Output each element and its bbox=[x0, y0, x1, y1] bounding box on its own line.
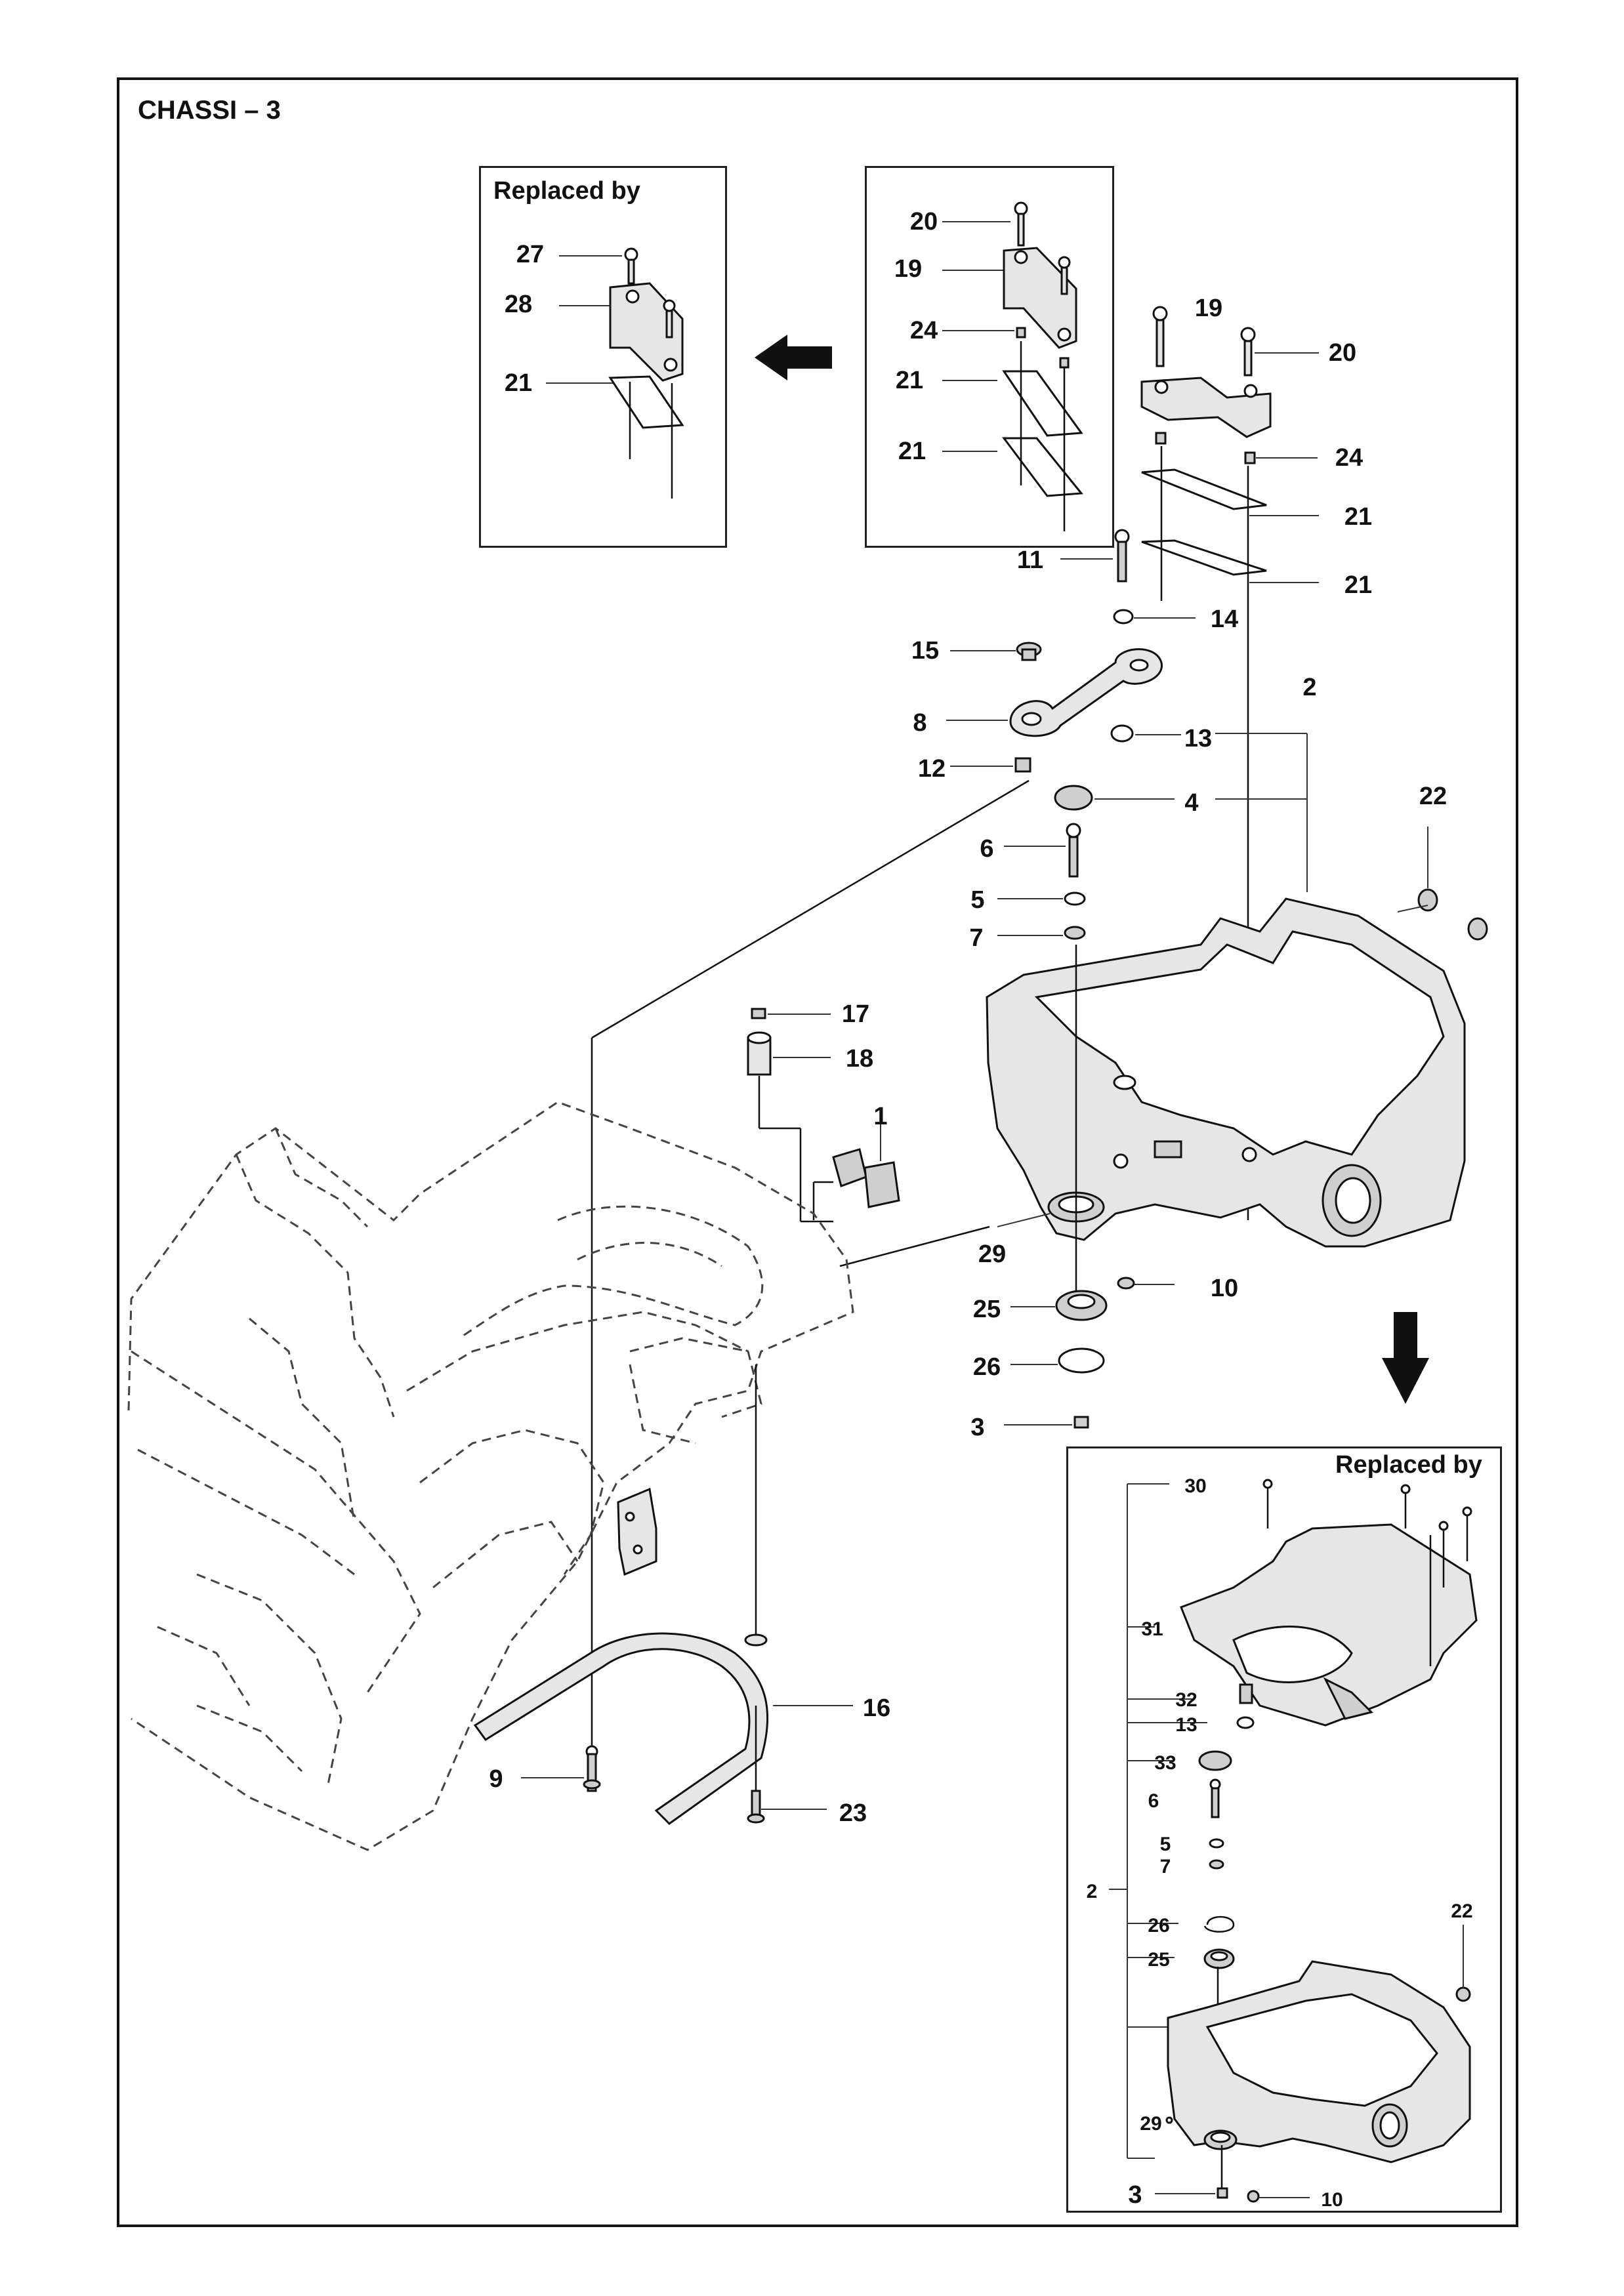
callout-25-b: 25 bbox=[1148, 1949, 1170, 1971]
callout-26-b: 26 bbox=[1148, 1915, 1170, 1937]
callout-29-b: 29 bbox=[1140, 2113, 1162, 2135]
arrow-left-icon bbox=[755, 335, 832, 380]
callout-6-b: 6 bbox=[1148, 1790, 1159, 1812]
callout-13-a: 13 bbox=[1184, 725, 1213, 752]
callout-24-b: 24 bbox=[1335, 444, 1364, 472]
callout-21-c: 21 bbox=[898, 438, 927, 465]
callout-3-a: 3 bbox=[970, 1414, 985, 1441]
callout-13-b: 13 bbox=[1175, 1714, 1197, 1736]
callout-21-d: 21 bbox=[1344, 503, 1373, 531]
inset-bottom-replaced-parts bbox=[1109, 1479, 1478, 2203]
tractor-frame-dashed bbox=[127, 1101, 854, 1851]
pivot-housing bbox=[986, 897, 1466, 1319]
callout-28: 28 bbox=[504, 291, 533, 318]
callout-10-b: 10 bbox=[1321, 2189, 1343, 2211]
callout-4: 4 bbox=[1184, 789, 1199, 817]
inset-title-replaced-by-bottom: Replaced by bbox=[1335, 1451, 1482, 1479]
callout-33: 33 bbox=[1154, 1752, 1176, 1774]
callout-1: 1 bbox=[873, 1103, 888, 1130]
diagram-frame bbox=[117, 77, 1518, 2227]
nuts-22 bbox=[1397, 827, 1488, 941]
arrow-down-icon bbox=[1382, 1312, 1429, 1404]
callout-25-a: 25 bbox=[972, 1296, 1001, 1323]
callout-31: 31 bbox=[1141, 1618, 1163, 1640]
inset-original-clamp-parts bbox=[942, 201, 1083, 531]
callout-29-a: 29 bbox=[978, 1240, 1007, 1268]
inset-replaced-by-top bbox=[479, 166, 727, 548]
callout-7-a: 7 bbox=[969, 924, 984, 952]
u-bar-and-bolts bbox=[473, 1632, 853, 1825]
callout-2-b: 2 bbox=[1086, 1881, 1098, 1902]
callout-3-b: 3 bbox=[1128, 2181, 1142, 2209]
callout-19-a: 19 bbox=[894, 255, 923, 283]
callout-8: 8 bbox=[913, 709, 927, 737]
callout-10-a: 10 bbox=[1210, 1275, 1239, 1302]
callout-15: 15 bbox=[911, 637, 940, 665]
callout-17: 17 bbox=[841, 1000, 870, 1028]
callout-9: 9 bbox=[489, 1765, 503, 1793]
callout-20-a: 20 bbox=[909, 208, 938, 236]
bushing-parts bbox=[747, 1008, 900, 1223]
bearing-stack bbox=[1004, 1290, 1108, 1429]
callout-21-b: 21 bbox=[895, 367, 924, 394]
callout-19-b: 19 bbox=[1194, 295, 1223, 322]
callout-5-b: 5 bbox=[1159, 1834, 1171, 1855]
frame-bracket bbox=[617, 1364, 757, 1640]
callout-27: 27 bbox=[516, 241, 545, 268]
callout-24-a: 24 bbox=[909, 317, 938, 344]
callout-22-a: 22 bbox=[1419, 783, 1447, 810]
inset-title-replaced-by-top: Replaced by bbox=[493, 177, 640, 205]
callout-18: 18 bbox=[845, 1045, 874, 1073]
callout-22-b: 22 bbox=[1451, 1900, 1473, 1922]
callout-30: 30 bbox=[1184, 1475, 1207, 1497]
callout-20-b: 20 bbox=[1328, 339, 1357, 367]
callout-6-a: 6 bbox=[980, 835, 994, 863]
callout-21-a: 21 bbox=[504, 369, 533, 397]
diagram-title: CHASSI – 3 bbox=[138, 96, 281, 125]
callout-14: 14 bbox=[1210, 605, 1239, 633]
callout-32: 32 bbox=[1175, 1689, 1197, 1711]
callout-11: 11 bbox=[1016, 546, 1044, 574]
callout-23: 23 bbox=[839, 1799, 867, 1827]
callout-5-a: 5 bbox=[970, 886, 985, 914]
callout-26-a: 26 bbox=[972, 1353, 1001, 1381]
callout-16: 16 bbox=[862, 1694, 891, 1722]
callout-2-a: 2 bbox=[1302, 674, 1317, 701]
callout-7-b: 7 bbox=[1159, 1856, 1171, 1877]
callout-12: 12 bbox=[917, 755, 946, 783]
callout-21-e: 21 bbox=[1344, 571, 1373, 599]
main-clamp-assembly bbox=[946, 306, 1319, 1220]
inset-top-replaced-parts bbox=[546, 247, 684, 499]
